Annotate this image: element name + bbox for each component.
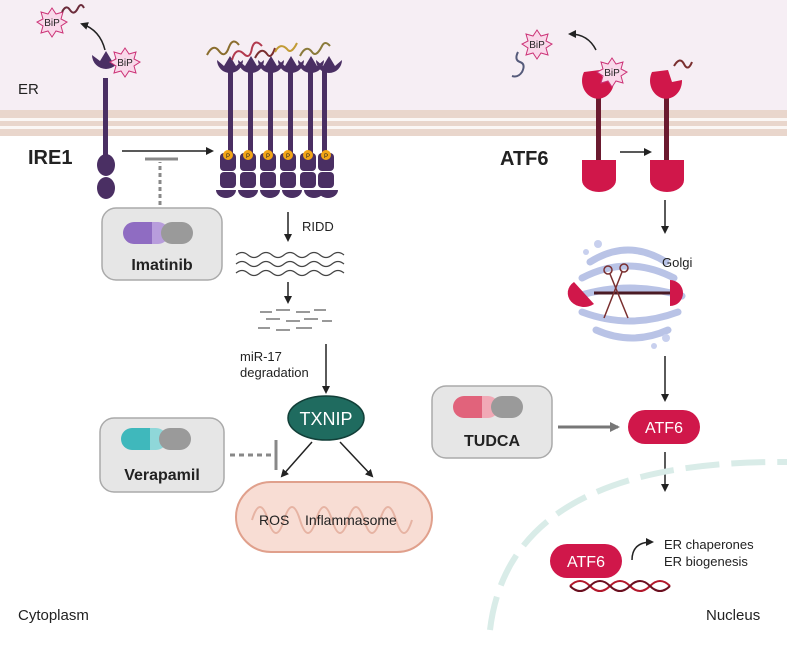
verapamil-pill-icon xyxy=(121,428,191,450)
nuclear-envelope xyxy=(487,458,787,631)
atf6-free xyxy=(650,59,693,192)
txnip-ros-arrow xyxy=(280,441,313,478)
golgi-label: Golgi xyxy=(662,255,692,270)
er-biogenesis-label: ER biogenesis xyxy=(664,554,748,569)
tudca-box: TUDCA xyxy=(431,385,553,459)
atf6-cytosolic: ATF6 xyxy=(628,410,700,444)
atf6-title: ATF6 xyxy=(500,148,549,170)
imatinib-label: Imatinib xyxy=(131,257,193,274)
bip-icon: BiP xyxy=(109,47,141,78)
bip-label: BiP xyxy=(529,40,545,51)
atf6-bip-bound: BiP xyxy=(582,57,628,192)
bip-icon: BiP xyxy=(511,29,553,78)
mrna-icon xyxy=(235,251,345,277)
txnip-node: TXNIP xyxy=(287,395,365,441)
p-label: P xyxy=(226,154,230,160)
txnip-label: TXNIP xyxy=(299,409,352,429)
bip-release-arrow xyxy=(80,22,106,51)
ire1-label: IRE1 xyxy=(28,147,72,169)
nucleus-label: Nucleus xyxy=(706,607,760,624)
bip-label: BiP xyxy=(44,18,60,29)
atf6-cleavage xyxy=(567,280,683,307)
bip-label: BiP xyxy=(117,58,133,69)
phospho-group: P P P P P P xyxy=(223,150,331,160)
p-label: P xyxy=(246,154,250,160)
p-label: P xyxy=(266,154,270,160)
tudca-pill-icon xyxy=(453,396,523,418)
verapamil-box: Verapamil xyxy=(99,417,225,493)
bip-icon: BiP xyxy=(36,4,85,38)
p-label: P xyxy=(286,154,290,160)
atf6-nuclear: ATF6 xyxy=(550,544,622,578)
imatinib-pill-icon xyxy=(123,222,193,244)
mitochondrion-icon: ROS Inflammasome xyxy=(235,481,433,553)
bip-release-arrow xyxy=(568,30,597,51)
ridd-label: RIDD xyxy=(302,219,334,234)
txnip-inflammasome-arrow xyxy=(339,441,374,478)
er-label: ER xyxy=(18,81,39,98)
scissors-icon xyxy=(603,263,629,319)
er-membrane xyxy=(0,110,787,136)
cytoplasm-label: Cytoplasm xyxy=(18,607,89,624)
mir17-degradation-label: degradation xyxy=(240,365,309,380)
imatinib-box: Imatinib xyxy=(101,207,223,281)
inflammasome-label: Inflammasome xyxy=(305,512,397,528)
p-label: P xyxy=(324,154,328,160)
degraded-rna-icon xyxy=(258,309,332,331)
verapamil-label: Verapamil xyxy=(124,467,200,484)
er-chaperones-label: ER chaperones xyxy=(664,537,754,552)
tudca-label: TUDCA xyxy=(464,433,520,450)
ire1-oligomer: P P P P P P xyxy=(206,40,342,198)
mir17-label: miR-17 xyxy=(240,349,282,364)
dna-icon xyxy=(569,580,671,592)
p-label: P xyxy=(306,154,310,160)
atf6-cytosolic-label: ATF6 xyxy=(645,420,683,437)
bip-label: BiP xyxy=(604,68,620,79)
ros-label: ROS xyxy=(259,512,289,528)
transcription-arrow xyxy=(631,538,654,561)
atf6-nuclear-label: ATF6 xyxy=(567,554,605,571)
